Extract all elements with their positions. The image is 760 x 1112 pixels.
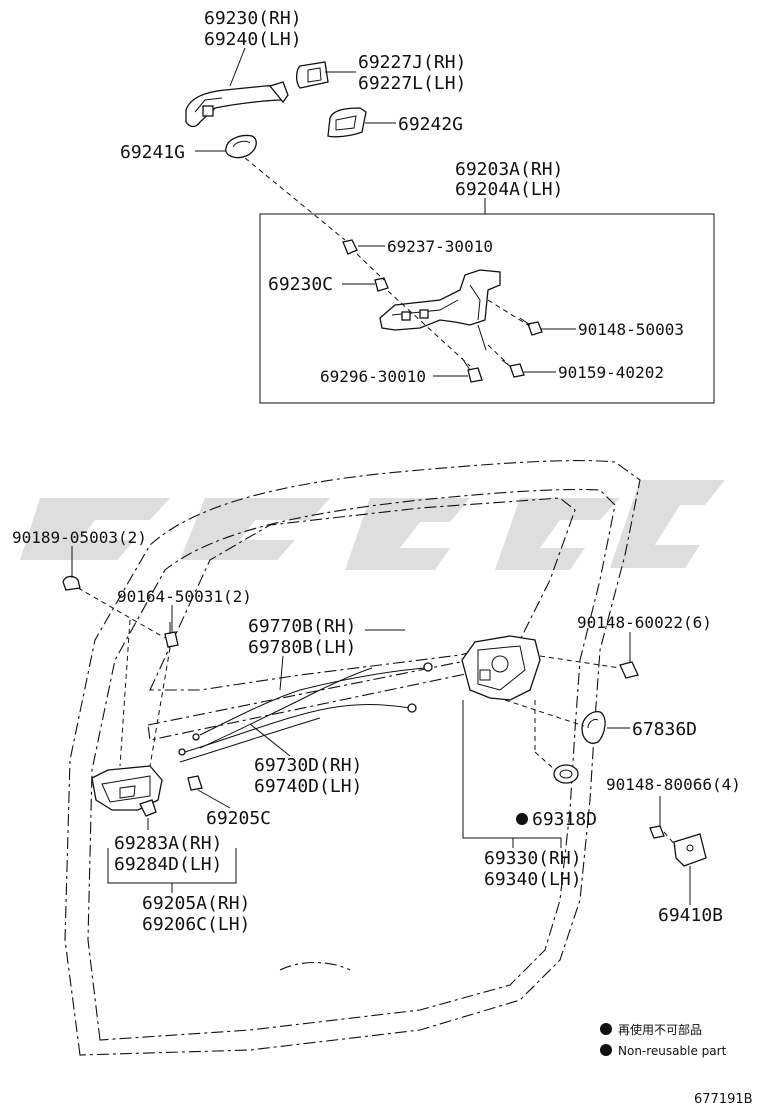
label-69227l-lh: 69227L(LH) bbox=[358, 73, 466, 94]
legend-text-cn: 再使用不可部品 bbox=[618, 1022, 702, 1037]
label-69230-rh: 69230(RH) bbox=[204, 8, 302, 29]
clip-69237-drawing bbox=[342, 239, 358, 255]
label-69740d-lh: 69740D(LH) bbox=[254, 776, 362, 797]
label-69283a-rh: 69283A(RH) bbox=[114, 833, 222, 854]
label-69770b-rh: 69770B(RH) bbox=[248, 616, 356, 637]
label-69227j-rh: 69227J(RH) bbox=[358, 52, 466, 73]
label-90148-80066: 90148-80066(4) bbox=[606, 775, 741, 794]
control-cables-drawing bbox=[178, 662, 433, 763]
label-69237-30010: 69237-30010 bbox=[387, 237, 493, 256]
label-69230c: 69230C bbox=[268, 274, 333, 295]
label-69241g: 69241G bbox=[120, 142, 185, 163]
label-69296-30010: 69296-30010 bbox=[320, 367, 426, 386]
label-69330-rh: 69330(RH) bbox=[484, 848, 582, 869]
assembly-box-69203a bbox=[259, 213, 715, 404]
legend-text-en: Non-reusable part bbox=[618, 1044, 727, 1058]
label-69242g: 69242G bbox=[398, 114, 463, 135]
label-90148-60022: 90148-60022(6) bbox=[577, 613, 712, 632]
bolt-90148-50003-drawing bbox=[519, 317, 543, 336]
clip-90189-drawing bbox=[62, 575, 81, 591]
seal-67836d-drawing bbox=[581, 711, 606, 744]
label-90189-05003: 90189-05003(2) bbox=[12, 528, 147, 547]
door-lock-drawing bbox=[461, 635, 541, 701]
pad-69241g-drawing bbox=[225, 134, 257, 159]
clip-69283a-drawing bbox=[139, 799, 157, 817]
legend-marker-cn bbox=[600, 1023, 612, 1035]
label-69206c-lh: 69206C(LH) bbox=[142, 914, 250, 935]
non-reusable-marker bbox=[516, 813, 528, 825]
label-69410b: 69410B bbox=[658, 905, 723, 926]
label-69204a-lh: 69204A(LH) bbox=[455, 179, 563, 200]
label-69780b-lh: 69780B(LH) bbox=[248, 637, 356, 658]
inside-handle-drawing bbox=[91, 765, 163, 811]
label-69318d: 69318D bbox=[532, 809, 597, 830]
outside-handle-drawing bbox=[185, 81, 289, 128]
legend: 再使用不可部品 Non-reusable part bbox=[600, 1022, 727, 1058]
label-67836d: 67836D bbox=[632, 719, 697, 740]
leader-lines-top bbox=[195, 47, 486, 241]
label-69205a-rh: 69205A(RH) bbox=[142, 893, 250, 914]
screw-69296-drawing bbox=[461, 357, 483, 383]
bolt-90148-60022-drawing bbox=[619, 661, 639, 679]
bolt-90159-drawing bbox=[501, 359, 525, 378]
leader-lines-box bbox=[342, 245, 576, 377]
clip-90164-drawing bbox=[164, 622, 179, 648]
label-69284d-lh: 69284D(LH) bbox=[114, 854, 222, 875]
leader-lines-bottom bbox=[71, 546, 691, 905]
screw-69205c-drawing bbox=[187, 775, 203, 791]
striker-69410b-drawing bbox=[673, 833, 707, 867]
bolt-90148-80066-drawing bbox=[649, 825, 665, 839]
grommet-69318d-drawing bbox=[553, 764, 579, 784]
clip-69230c-drawing bbox=[374, 277, 389, 292]
label-90148-50003: 90148-50003 bbox=[578, 320, 684, 339]
label-69340-lh: 69340(LH) bbox=[484, 869, 582, 890]
figure-number: 677191B bbox=[694, 1092, 753, 1107]
watermark-logo bbox=[20, 480, 725, 570]
label-69240-lh: 69240(LH) bbox=[204, 29, 302, 50]
label-90164-50031: 90164-50031(2) bbox=[117, 587, 252, 606]
label-69730d-rh: 69730D(RH) bbox=[254, 755, 362, 776]
legend-marker-en bbox=[600, 1044, 612, 1056]
label-69205c: 69205C bbox=[206, 808, 271, 829]
label-69203a-rh: 69203A(RH) bbox=[455, 159, 563, 180]
label-90159-40202: 90159-40202 bbox=[558, 363, 664, 382]
handle-frame-drawing bbox=[379, 269, 501, 351]
handle-cap-drawing bbox=[295, 61, 329, 89]
pad-69242g-drawing bbox=[327, 107, 367, 138]
